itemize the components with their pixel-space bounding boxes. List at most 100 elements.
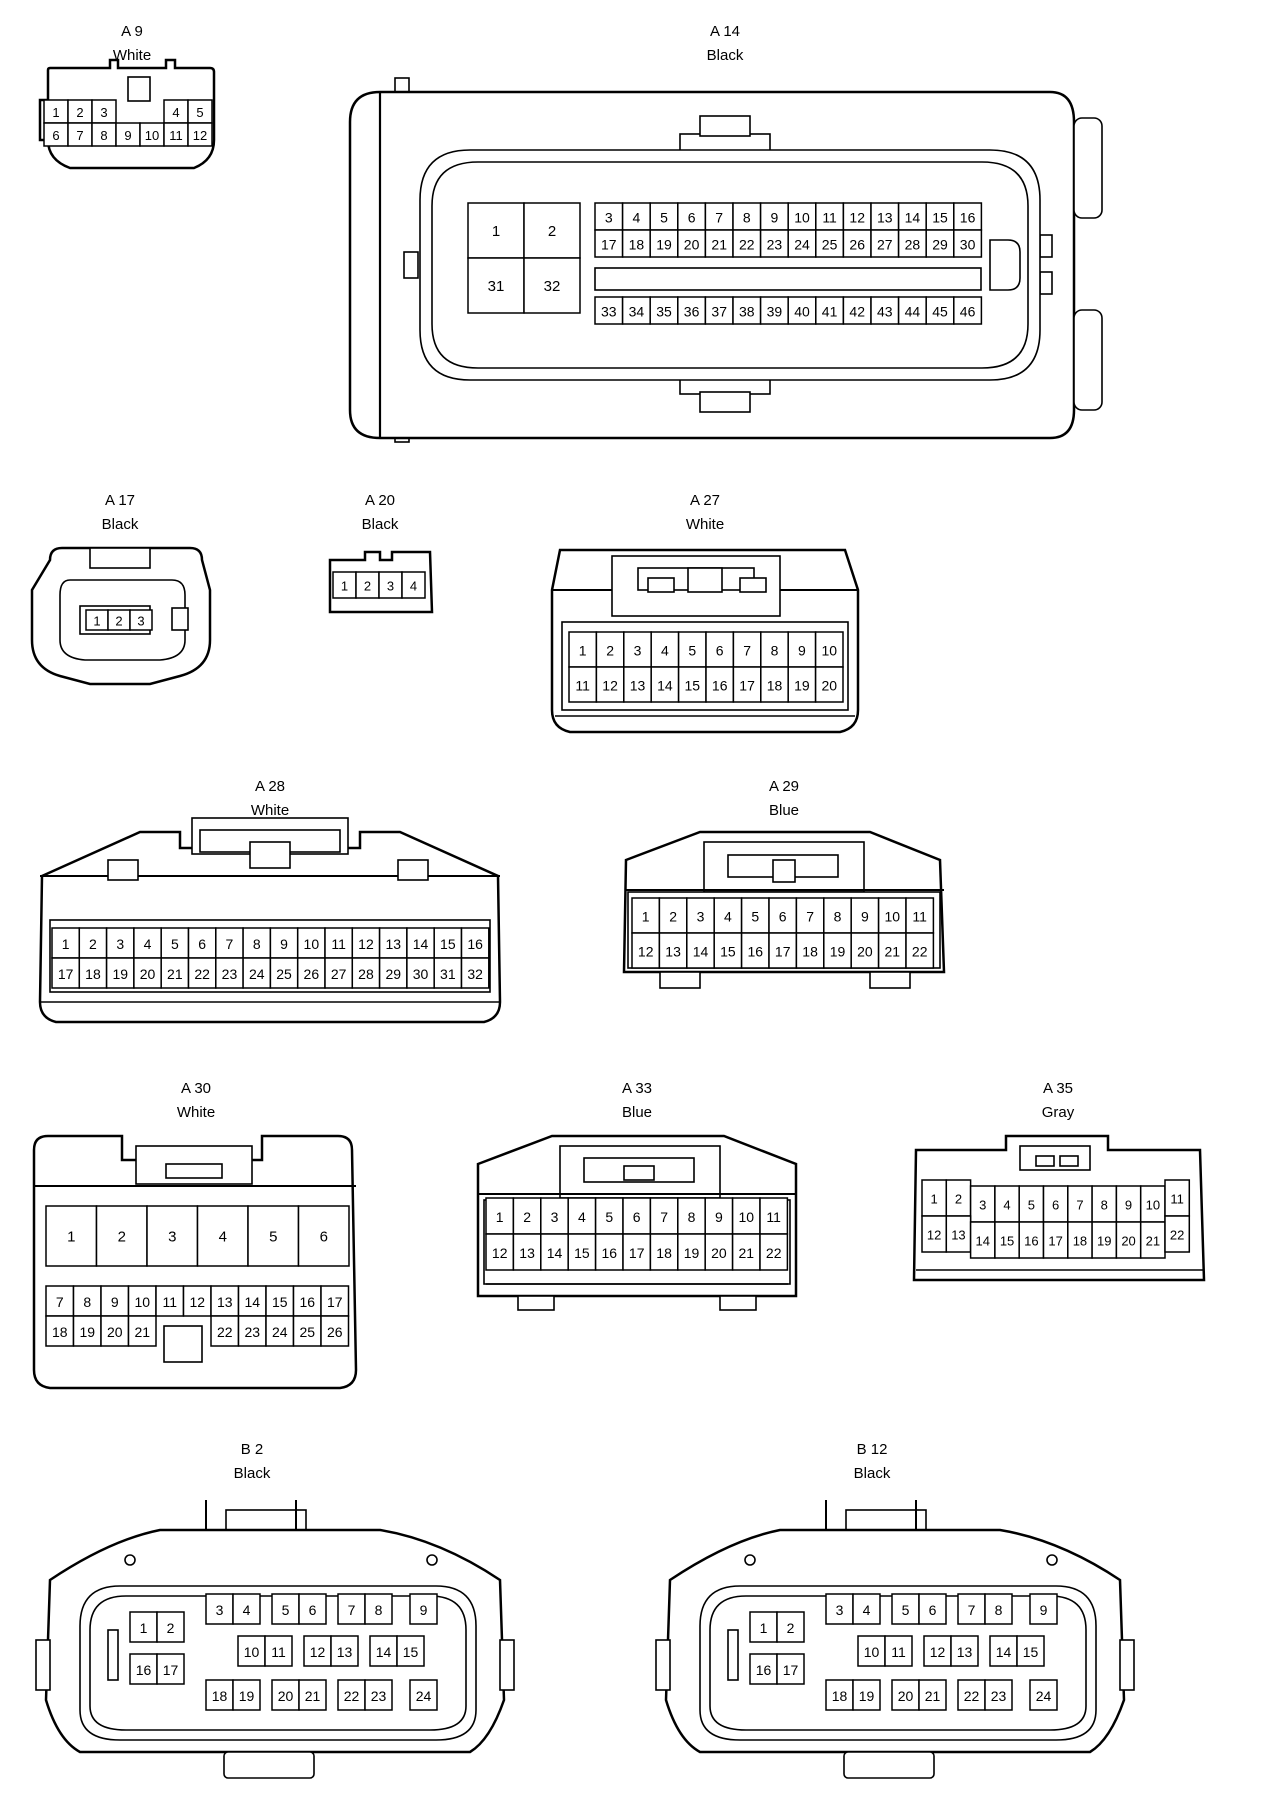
pin-cell	[823, 897, 852, 934]
pin-cell	[320, 1315, 350, 1347]
pin-label: 10	[864, 1644, 880, 1660]
pin-cell	[925, 202, 955, 231]
pin-cell	[264, 1635, 293, 1667]
pin-cell	[825, 1679, 854, 1711]
pin-label: 32	[467, 966, 483, 982]
pin-label: 7	[715, 210, 723, 226]
pin-label: 3	[634, 643, 642, 659]
pin-cell	[156, 1611, 185, 1643]
pin-label: 19	[830, 944, 846, 960]
pin-cell	[51, 927, 81, 959]
bottom-key	[843, 1751, 935, 1779]
center-key	[163, 1325, 203, 1363]
pin-cell	[595, 666, 625, 703]
pin-label: 10	[739, 1209, 755, 1225]
pin-label: 40	[794, 304, 810, 320]
pin-label: 12	[927, 1228, 941, 1243]
pin-label: 2	[523, 1209, 531, 1225]
pin-label: 2	[669, 909, 677, 925]
pin-label: 19	[794, 678, 810, 694]
pin-label: 15	[440, 936, 456, 952]
pin-cell	[905, 932, 935, 969]
lock-inner	[165, 1163, 223, 1179]
pin-label: 6	[779, 909, 787, 925]
pin-cell	[622, 1233, 652, 1271]
pin-cell	[567, 1197, 597, 1235]
pin-cell	[127, 1285, 157, 1317]
pin-label: 2	[89, 936, 97, 952]
pin-label: 4	[578, 1209, 586, 1225]
pin-cell	[133, 927, 162, 959]
connector-color: Black	[362, 516, 399, 533]
pin-label: 9	[280, 936, 288, 952]
pin-cell	[918, 1593, 947, 1625]
pin-label: 3	[836, 1602, 844, 1618]
latch	[89, 547, 151, 569]
pin-label: 12	[310, 1644, 326, 1660]
pin-cell	[160, 927, 190, 959]
pin-label: 15	[403, 1644, 419, 1660]
foot	[517, 1295, 555, 1311]
pin-cell	[850, 932, 880, 969]
connector-code: A 33	[622, 1080, 652, 1097]
pin-label: 20	[857, 944, 873, 960]
pin-label: 7	[348, 1602, 356, 1618]
pin-cell	[1115, 1221, 1142, 1259]
pin-label: 22	[194, 966, 210, 982]
pin-label: 11	[271, 1644, 286, 1660]
pin-label: 8	[100, 128, 107, 143]
pin-cell	[485, 1197, 515, 1235]
pin-label: 22	[217, 1324, 233, 1340]
pin-cell	[205, 1679, 234, 1711]
pin-label: 13	[877, 210, 893, 226]
pin-label: 12	[602, 678, 618, 694]
pin-cell	[776, 1611, 805, 1643]
pin-label: 7	[743, 643, 751, 659]
connector-code: B 12	[857, 1441, 888, 1458]
pin-cell	[731, 1233, 761, 1271]
pin-label: 22	[739, 237, 755, 253]
pin-label: 15	[932, 210, 948, 226]
pin-label: 3	[605, 210, 613, 226]
pin-cell	[129, 1611, 158, 1643]
pin-label: 21	[167, 966, 183, 982]
pin-label: 17	[783, 1662, 799, 1678]
pin-label: 17	[601, 237, 617, 253]
pin-cell	[406, 957, 435, 989]
pin-label: 24	[794, 237, 810, 253]
pin-label: 10	[1146, 1198, 1160, 1213]
lock-frame	[1019, 1145, 1091, 1171]
pin-label: 6	[929, 1602, 937, 1618]
pin-label: 21	[134, 1324, 150, 1340]
pin-cell	[100, 1285, 130, 1317]
pin-label: 18	[212, 1688, 228, 1704]
pin-label: 17	[163, 1662, 179, 1678]
pin-label: 2	[118, 1229, 126, 1246]
pin-label: 3	[100, 105, 107, 120]
pin-cell	[677, 296, 707, 325]
pin-label: 17	[775, 944, 791, 960]
pin-label: 23	[222, 966, 238, 982]
pin-label: 46	[960, 304, 976, 320]
pin-cell	[155, 1285, 185, 1317]
pin-label: 26	[849, 237, 865, 253]
pin-cell	[127, 1315, 157, 1347]
pin-label: 15	[1023, 1644, 1039, 1660]
pin-cell	[187, 122, 213, 147]
pin-label: 45	[932, 304, 948, 320]
lock-tab	[647, 577, 675, 593]
side-tab	[499, 1639, 515, 1691]
pin-label: 6	[716, 643, 724, 659]
pin-label: 17	[1048, 1234, 1062, 1249]
pin-cell	[72, 1315, 102, 1347]
connector-color: Gray	[1042, 1104, 1075, 1121]
pin-label: 17	[327, 1294, 343, 1310]
pin-cell	[677, 229, 707, 258]
pin-label: 5	[751, 909, 759, 925]
pin-cell	[433, 957, 463, 989]
connector-code: A 9	[121, 23, 143, 40]
screw	[1046, 1554, 1058, 1566]
